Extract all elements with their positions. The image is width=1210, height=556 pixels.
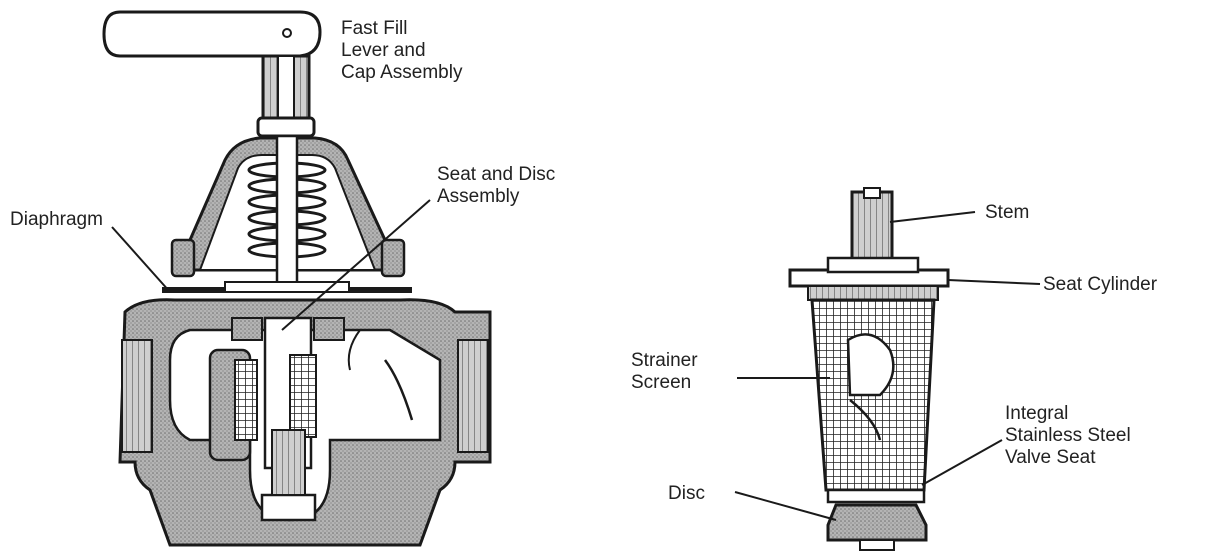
label-diaphragm: Diaphragm: [10, 209, 103, 230]
label-line: Lever and: [341, 40, 426, 61]
valve-seat: [826, 488, 926, 504]
label-line: Seat and Disc: [437, 164, 556, 185]
cartridge-detail: [788, 187, 950, 551]
leader-lines-left: [111, 199, 431, 331]
label-seat-disc-assembly: Seat and Disc Assembly: [437, 164, 555, 208]
label-disc: Disc: [668, 483, 705, 504]
leader-lines-right: [734, 211, 1041, 521]
label-seat-cylinder: Seat Cylinder: [1043, 274, 1158, 295]
label-line: Screen: [631, 372, 692, 393]
label-line: Assembly: [437, 186, 520, 207]
label-integral-valve-seat: Integral Stainless Steel Valve Seat: [1005, 403, 1131, 469]
label-stem: Stem: [985, 202, 1030, 223]
disc: [826, 503, 928, 542]
valve-cutaway: [102, 10, 492, 547]
label-line: Fast Fill: [341, 18, 408, 39]
label-fast-fill-lever-cap: Fast Fill Lever and Cap Assembly: [341, 18, 462, 84]
label-strainer-screen: Strainer Screen: [631, 350, 698, 394]
label-line: Stainless Steel: [1005, 425, 1131, 446]
label-line: Strainer: [631, 350, 698, 371]
fast-fill-lever: [102, 10, 322, 58]
label-line: Valve Seat: [1005, 447, 1096, 468]
stem: [850, 190, 894, 264]
label-line: Cap Assembly: [341, 62, 463, 83]
label-line: Integral: [1005, 403, 1069, 424]
